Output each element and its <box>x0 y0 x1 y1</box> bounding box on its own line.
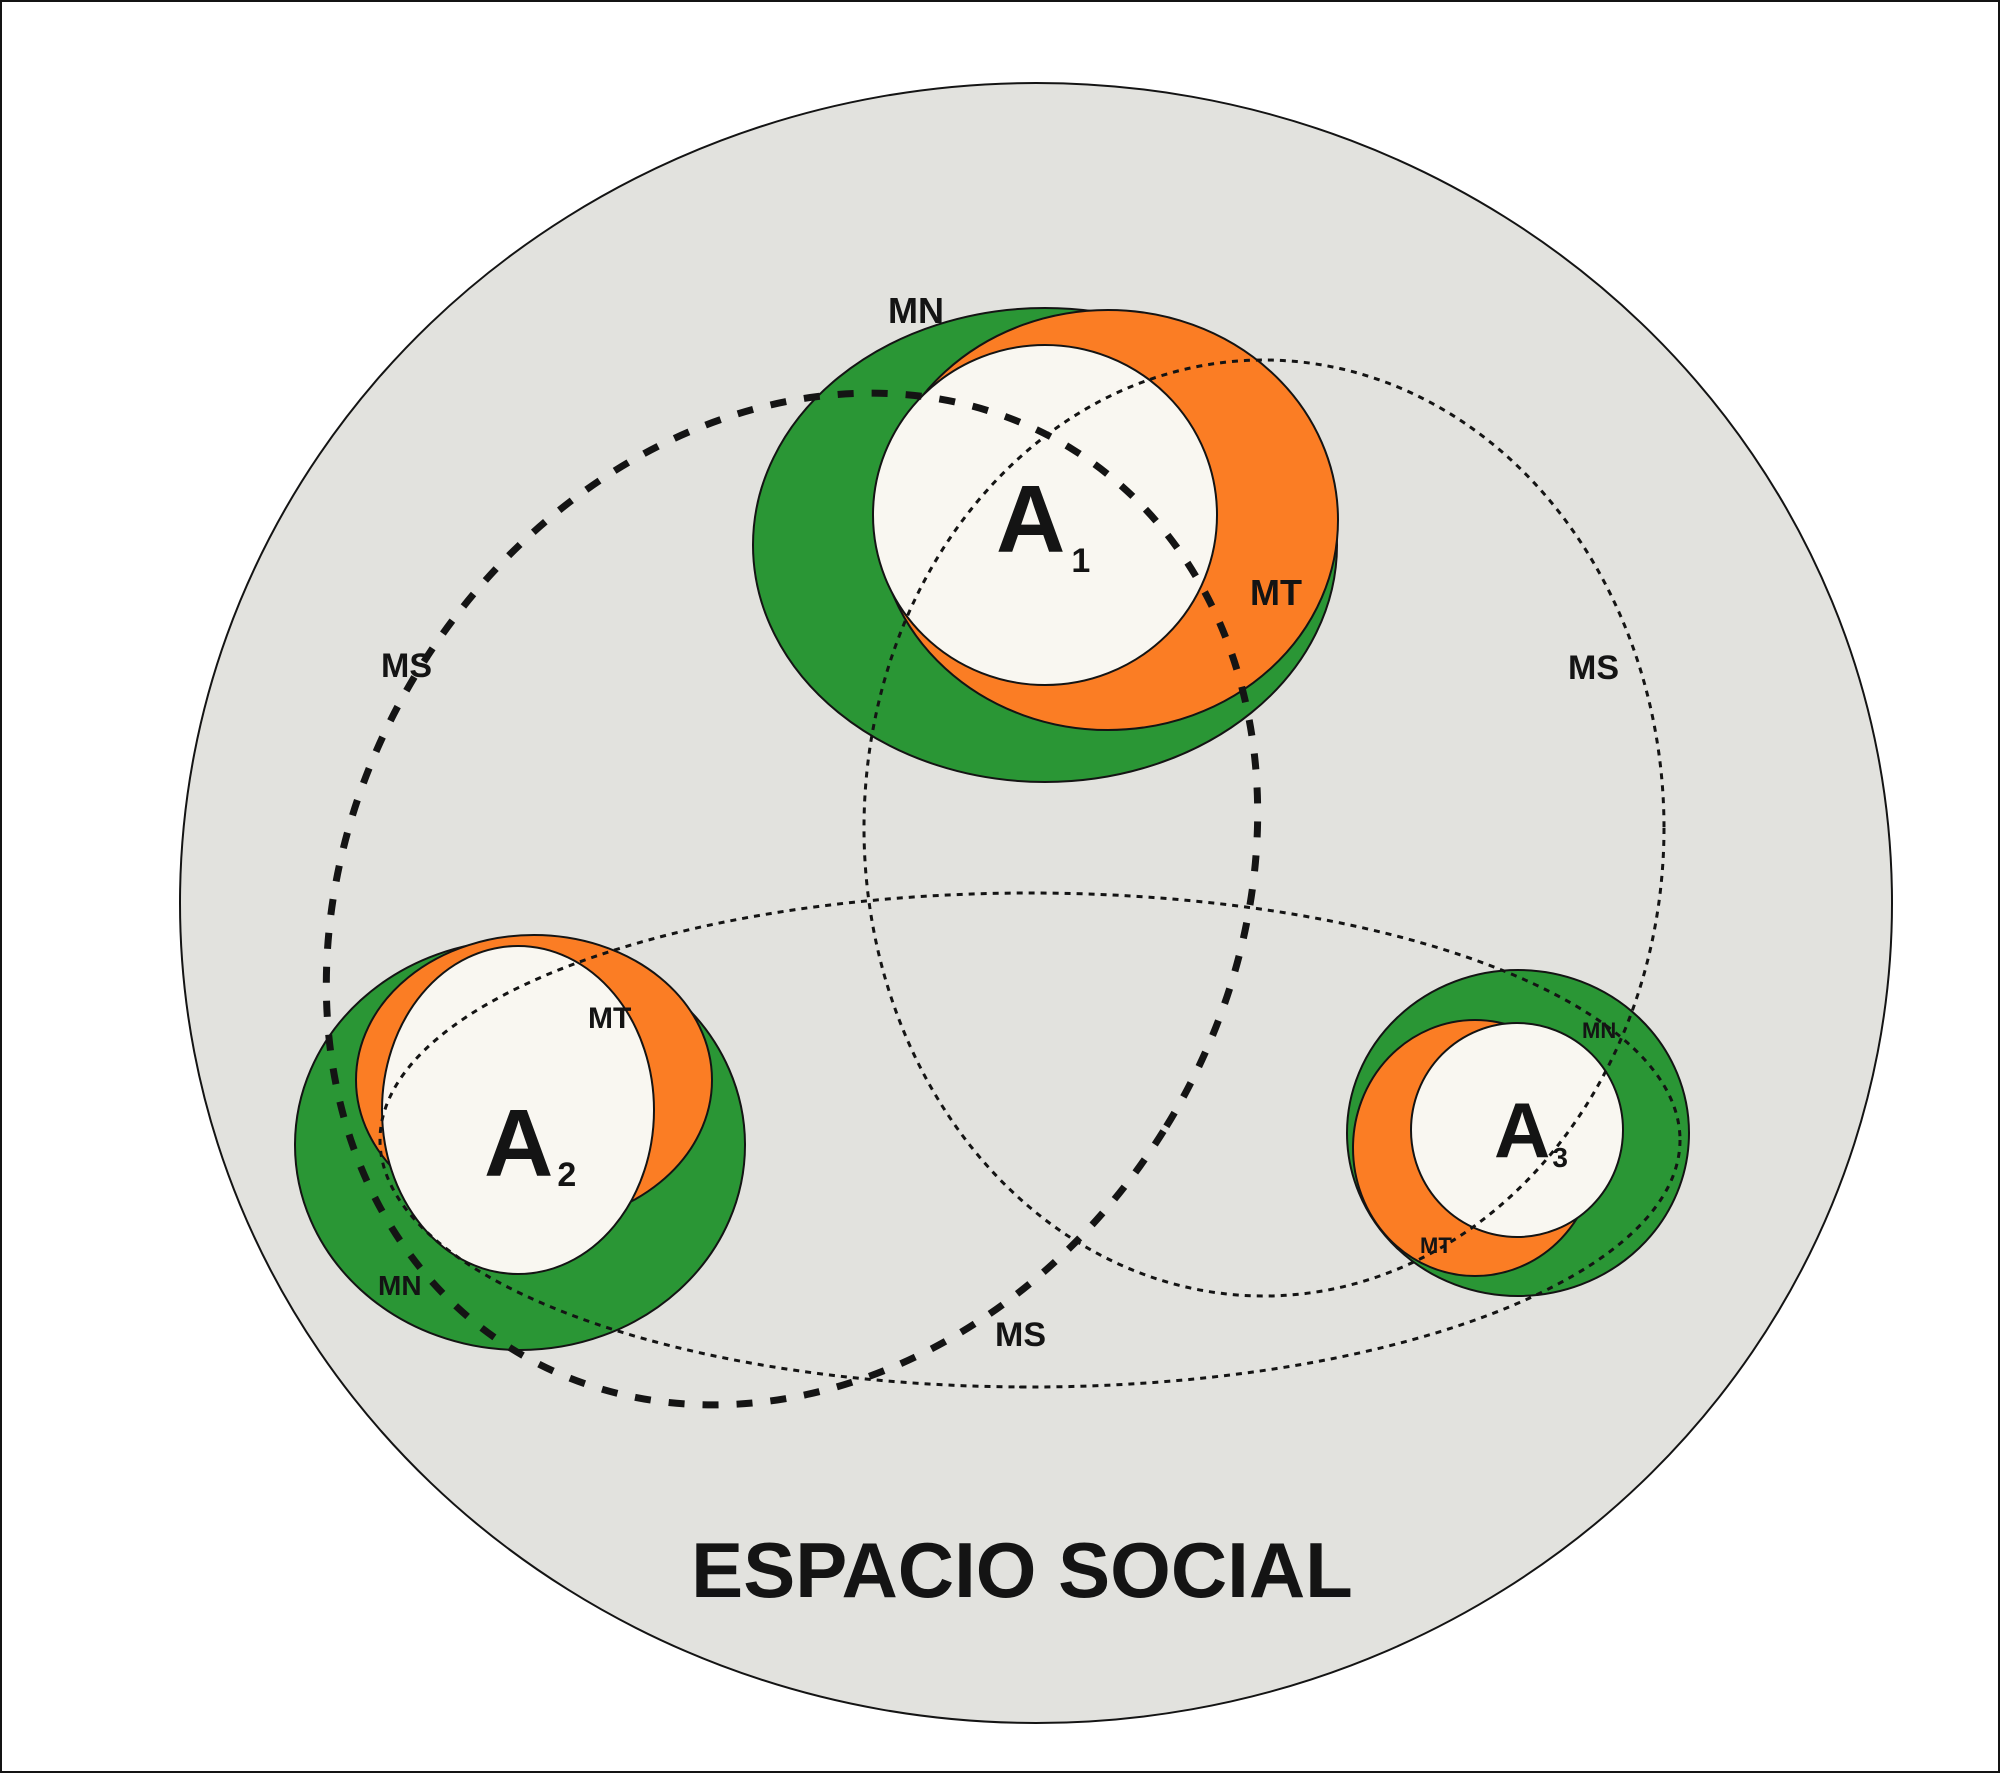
relation-ellipse-a2-a3 <box>378 891 1682 1389</box>
agent-a3-core <box>1410 1022 1624 1238</box>
agent-a3-mt-label: MT <box>1420 1233 1452 1258</box>
agent-a2-subscript: 2 <box>557 1156 576 1194</box>
ms-label-left: MS <box>381 647 432 685</box>
agent-a2-letter: A <box>484 1090 553 1197</box>
agent-a1-subscript: 1 <box>1071 542 1090 580</box>
agent-a2-core <box>381 945 655 1275</box>
agent-a1-mt-label: MT <box>1250 572 1302 613</box>
agent-a3-letter: A <box>1494 1086 1550 1174</box>
agent-a1-letter: A <box>996 466 1065 573</box>
agent-a3-mn-label: MN <box>1582 1018 1616 1043</box>
relation-ellipse-a1-a2 <box>322 389 1262 1409</box>
agent-a2-group <box>294 934 746 1351</box>
agent-a1-core <box>872 344 1218 686</box>
relation-ellipse-a1-a3 <box>862 358 1666 1298</box>
agent-a3-subscript: 3 <box>1552 1142 1568 1173</box>
agent-a1-mn-label: MN <box>888 290 944 331</box>
agent-a3-label: A3 <box>1494 1086 1568 1174</box>
ms-label-bottom: MS <box>995 1316 1046 1354</box>
agent-a2-mn-label: MN <box>378 1270 422 1301</box>
agent-a3-group <box>1346 969 1690 1297</box>
ms-label-right: MS <box>1568 649 1619 687</box>
diagram-title: ESPACIO SOCIAL <box>691 1526 1353 1614</box>
agent-a2-mt-label: MT <box>588 1002 631 1035</box>
